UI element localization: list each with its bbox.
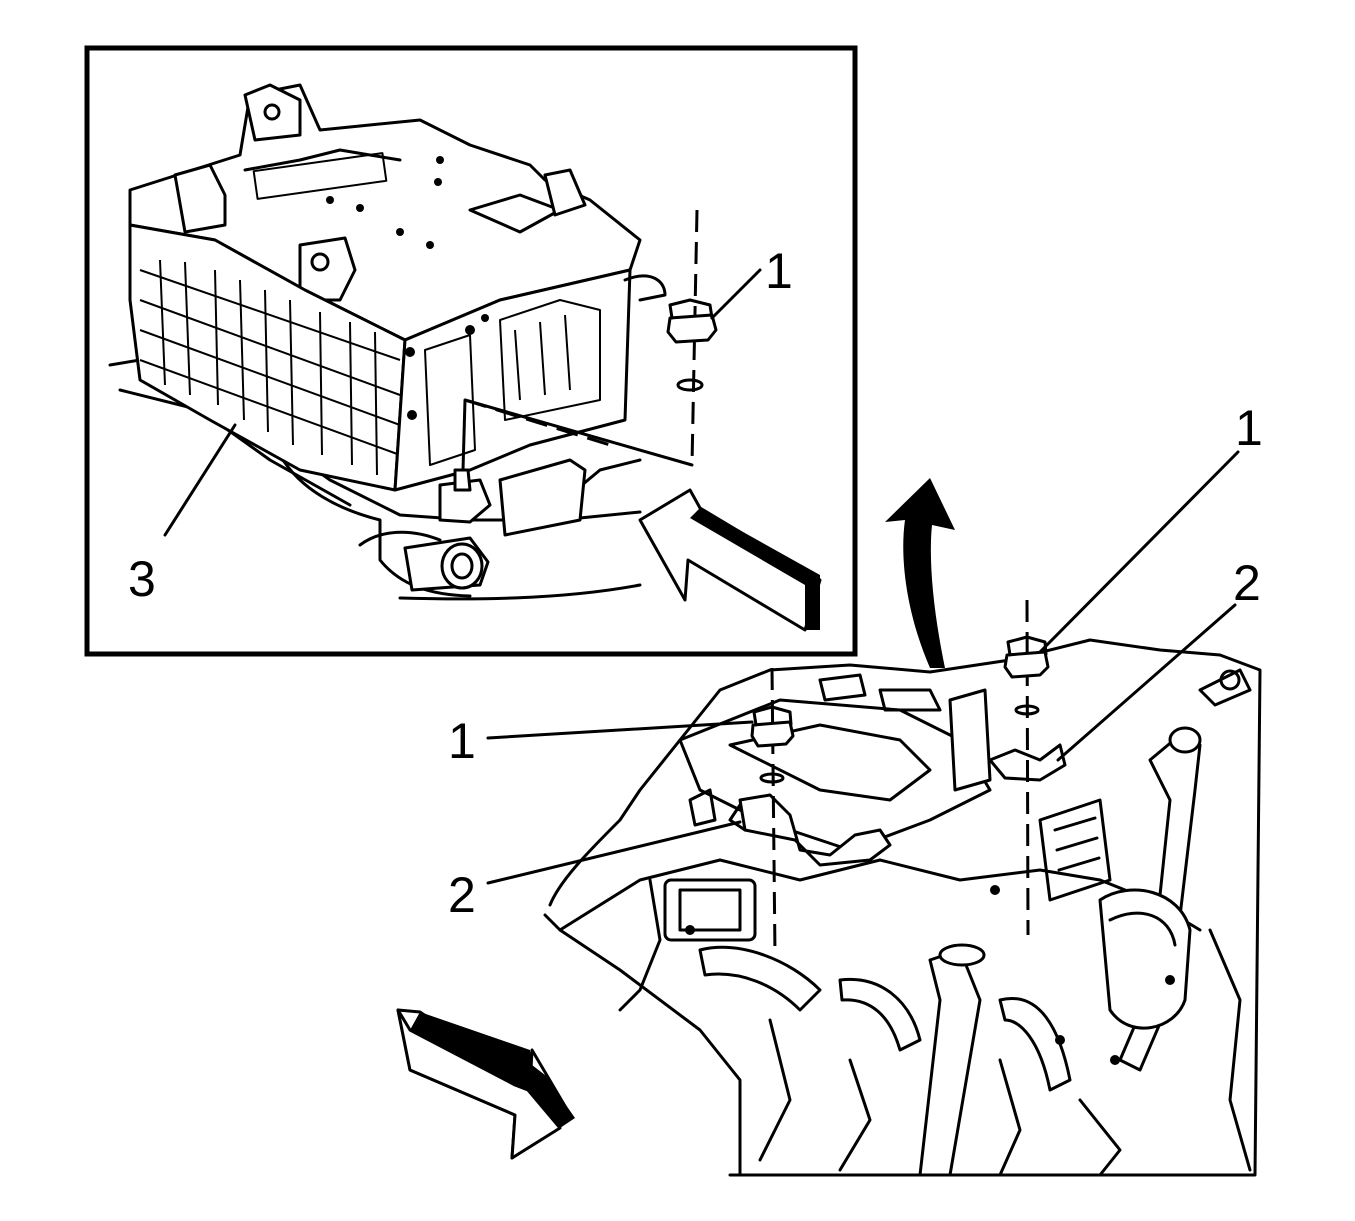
main-engine-bay-view xyxy=(543,638,1262,1177)
leader-main-nut-left xyxy=(486,720,754,740)
callout-inset-module: 3 xyxy=(128,551,156,607)
main-fastener-left xyxy=(750,667,795,956)
inset-detail-view xyxy=(84,45,858,657)
callout-main-nut-left: 1 xyxy=(448,713,476,769)
inset-fastener-1 xyxy=(461,209,718,472)
callout-inset-nut: 1 xyxy=(765,243,793,299)
leader-main-nut-right xyxy=(1038,450,1240,654)
callout-main-bracket-left: 2 xyxy=(448,867,476,923)
view-direction-arrow-icon xyxy=(638,488,822,632)
leader-inset-nut xyxy=(710,268,762,320)
leader-main-bracket-right xyxy=(1056,603,1237,762)
leader-inset-module xyxy=(163,423,237,537)
front-direction-arrow-icon xyxy=(396,1008,575,1160)
curved-detail-arrow-icon xyxy=(885,478,955,668)
inset-module-3 xyxy=(128,83,667,537)
leader-main-bracket-left xyxy=(486,820,742,885)
callout-main-bracket-right: 2 xyxy=(1233,555,1261,611)
callout-main-nut-right: 1 xyxy=(1235,400,1263,456)
